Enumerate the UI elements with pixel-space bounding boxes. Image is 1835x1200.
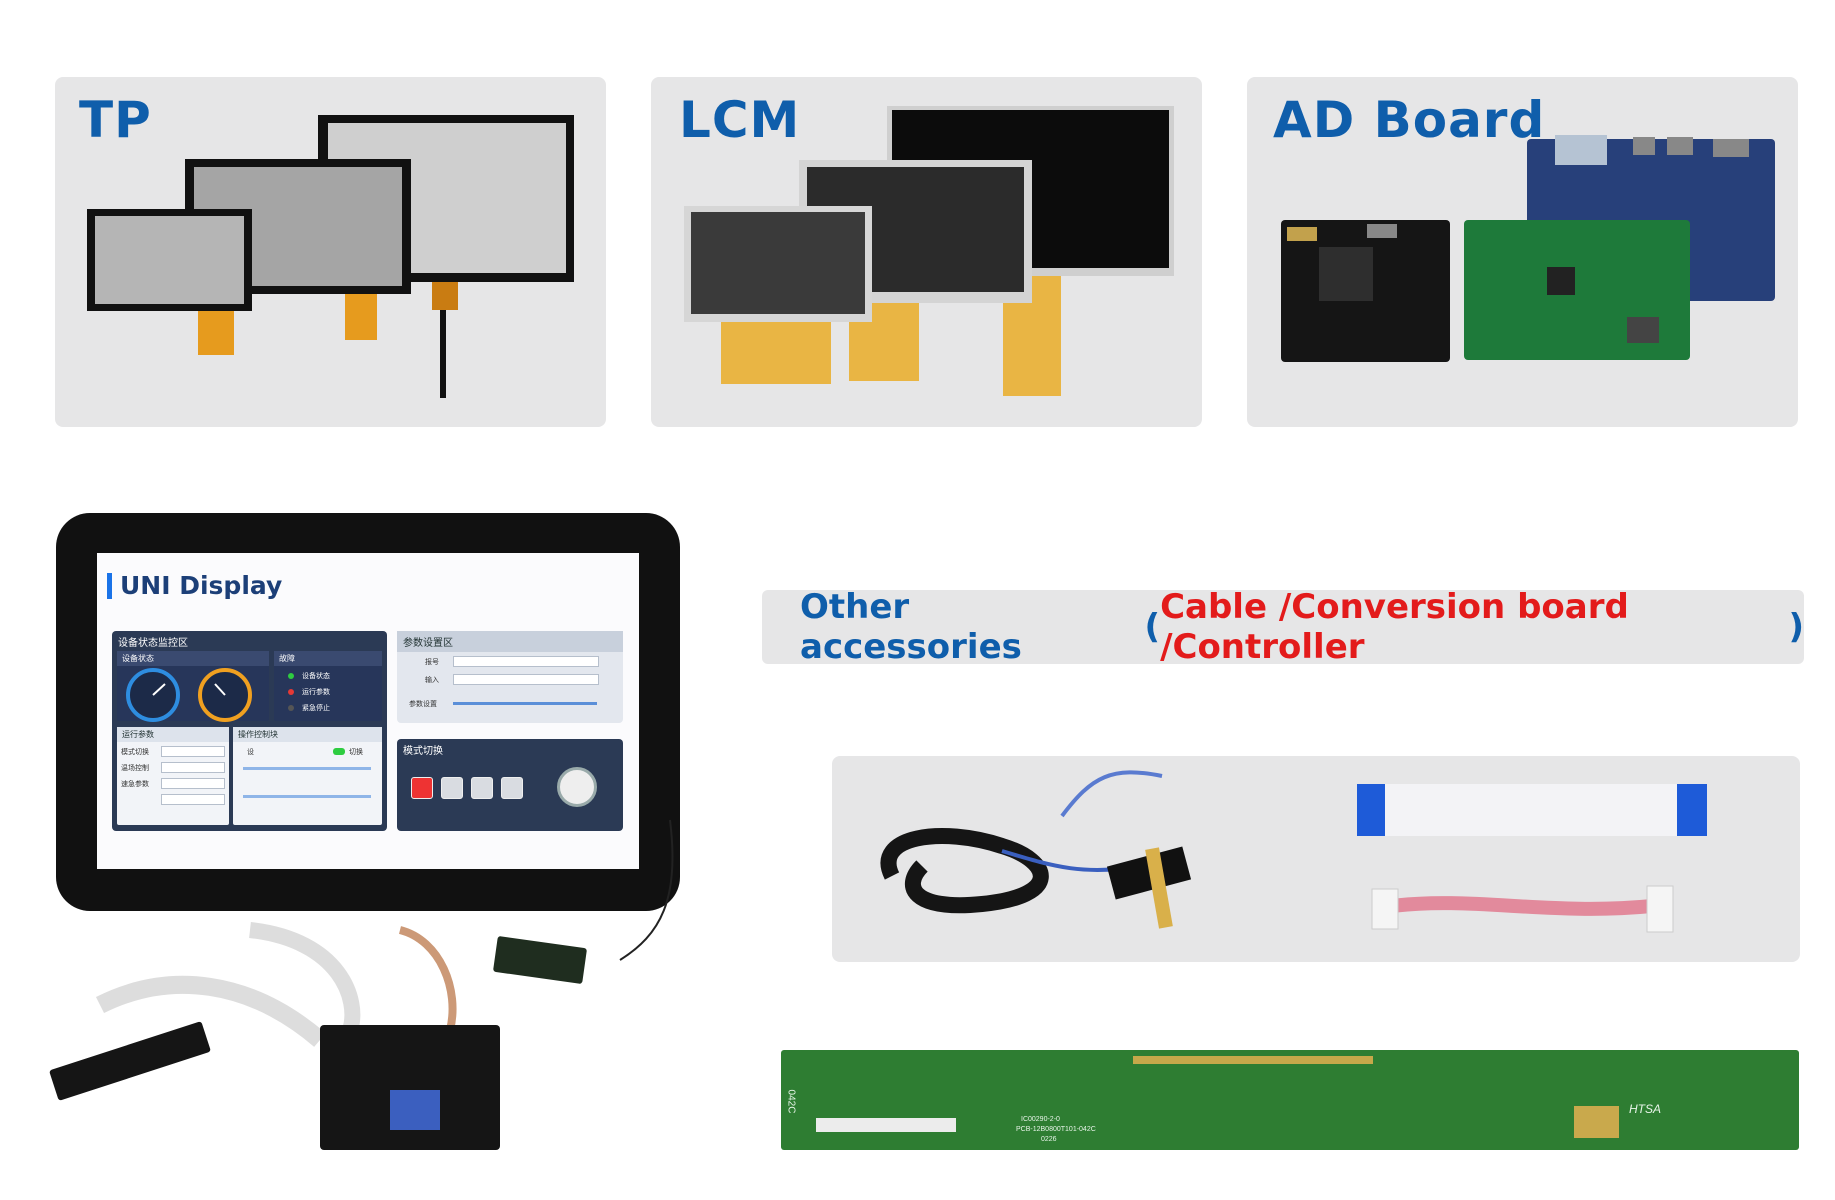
- run-row-2: 温场控制: [121, 764, 149, 772]
- toggle-label[interactable]: 切换: [349, 748, 363, 756]
- banner-open-paren: (: [1144, 607, 1161, 647]
- lcm-title: LCM: [679, 91, 801, 149]
- rotary-knob-icon[interactable]: [557, 767, 597, 807]
- touch-monitor: UNI Display 设备状态监控区 设备状态 故障 设备状态 运行参数: [56, 513, 680, 911]
- param-field-2-label: 输入: [425, 676, 439, 684]
- pcb-fpc-connector: [816, 1118, 956, 1132]
- device-status-tab[interactable]: 设备状态: [117, 651, 269, 666]
- status-dot-gray: [288, 705, 294, 711]
- param-settings-panel: 参数设置区 报号 输入 参数设置: [397, 631, 623, 723]
- run-row-3: 速急参数: [121, 780, 149, 788]
- pcb-code: IC00290-2-0: [1021, 1116, 1060, 1123]
- fault-tab[interactable]: 故障: [274, 651, 382, 666]
- lcm-module-image: [684, 106, 1174, 396]
- touch-panel-image: [87, 115, 574, 398]
- banner-close-paren: ): [1788, 607, 1804, 647]
- device-monitor-panel: 设备状态监控区 设备状态 故障 设备状态 运行参数 紧急停止: [112, 631, 387, 831]
- cables-image: [880, 770, 1707, 933]
- lcm-card: LCM: [651, 77, 1202, 427]
- status-dot-green: [288, 673, 294, 679]
- toggle-switch[interactable]: [333, 748, 345, 755]
- status-item-1: 设备状态: [302, 672, 330, 680]
- run-row-3-input[interactable]: [161, 778, 225, 789]
- ad-board-image: [1281, 135, 1775, 362]
- pcb-side-label: 042C: [785, 1089, 797, 1114]
- mode-button-3[interactable]: [501, 777, 523, 799]
- param-slider[interactable]: [453, 702, 597, 705]
- run-dropdown[interactable]: [161, 794, 225, 805]
- operation-subpanel: 操作控制块 设 切换: [233, 727, 382, 825]
- pcb-connector: [1133, 1056, 1373, 1064]
- slider-2[interactable]: [243, 795, 371, 798]
- mode-switch-title: 模式切换: [403, 746, 443, 757]
- run-row-2-input[interactable]: [161, 762, 225, 773]
- param-settings-title: 参数设置区: [397, 631, 623, 652]
- status-dot-red: [288, 689, 294, 695]
- run-params-subpanel: 运行参数 模式切换 温场控制 速急参数: [117, 727, 229, 825]
- mode-button-1[interactable]: [441, 777, 463, 799]
- param-slider-label: 参数设置: [409, 700, 437, 708]
- tp-title: TP: [79, 91, 152, 149]
- radio-label[interactable]: 设: [247, 748, 254, 756]
- param-field-1-label: 报号: [425, 658, 439, 666]
- brand-title: UNI Display: [107, 573, 282, 599]
- run-row-1: 模式切换: [121, 748, 149, 756]
- pcb-cert-mark: HTSA: [1629, 1102, 1662, 1116]
- tp-card: TP: [55, 77, 606, 427]
- ad-board-card: AD Board: [1247, 77, 1798, 427]
- stop-button[interactable]: [411, 777, 433, 799]
- slider-1[interactable]: [243, 767, 371, 770]
- mode-button-2[interactable]: [471, 777, 493, 799]
- pcb-strip: 042C PCB-12B0800T101-042C IC00290-2-0 02…: [781, 1050, 1799, 1150]
- run-row-1-input[interactable]: [161, 746, 225, 757]
- ad-board-title: AD Board: [1273, 91, 1546, 149]
- banner-items: Cable /Conversion board /Controller: [1160, 587, 1629, 667]
- run-params-title: 运行参数: [117, 727, 229, 742]
- operation-title: 操作控制块: [233, 727, 382, 742]
- status-item-2: 运行参数: [302, 688, 330, 696]
- other-accessories-banner: Other accessories ( Cable /Conversion bo…: [762, 587, 1804, 667]
- speed-gauge-icon: [126, 668, 252, 722]
- cables-card: [832, 756, 1800, 962]
- pcb-date: 0226: [1041, 1136, 1057, 1143]
- fault-subpanel: 故障 设备状态 运行参数 紧急停止: [274, 651, 382, 721]
- mode-switch-panel: 模式切换: [397, 739, 623, 831]
- pcb-gold-pad: [1574, 1106, 1619, 1138]
- status-item-3: 紧急停止: [302, 704, 330, 712]
- device-monitor-title: 设备状态监控区: [118, 638, 188, 649]
- param-field-2-select[interactable]: [453, 674, 599, 685]
- monitor-screen: UNI Display 设备状态监控区 设备状态 故障 设备状态 运行参数: [97, 553, 639, 869]
- banner-label: Other accessories: [800, 587, 1022, 667]
- device-status-subpanel: 设备状态: [117, 651, 269, 722]
- pcb-part-number: PCB-12B0800T101-042C: [1016, 1126, 1096, 1133]
- param-field-1-input[interactable]: [453, 656, 599, 667]
- ad-board-with-cables-image: [49, 819, 674, 1150]
